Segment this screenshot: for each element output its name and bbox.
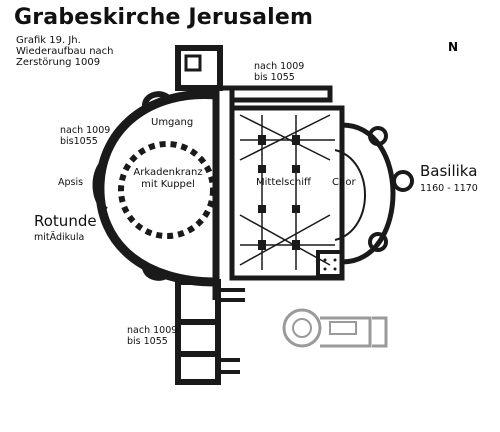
south-east-chapel-dots [323, 258, 337, 271]
label-basilika-dates: 1160 - 1170 [420, 183, 478, 194]
label-south-range-line1: nach 1009 [127, 325, 178, 336]
rotunda-apse-south [142, 260, 173, 281]
south-range-rooms [175, 279, 221, 385]
rotunda-apse-west [92, 157, 109, 213]
chapel-east [392, 170, 414, 192]
label-umgang: Umgang [151, 117, 194, 128]
choir-apse-inner [334, 149, 366, 241]
south-east-chapel [316, 250, 344, 278]
label-apsis: Apsis [58, 177, 84, 188]
north-tower [175, 45, 223, 91]
label-rotunde: Rotunde [34, 212, 97, 230]
label-north-range-line1: nach 1009 [254, 61, 305, 72]
basilica-walls [229, 105, 345, 281]
label-rotunda-range-line2: bis1055 [60, 136, 98, 147]
label-aedikula: mitÄdikula [34, 232, 85, 243]
label-basilika: Basilika [420, 162, 478, 180]
basilica-piers [258, 135, 300, 250]
label-rotunda-range-line1: nach 1009 [60, 125, 111, 136]
north-range-wall [232, 85, 333, 103]
label-arkadenkranz-line1: Arkadenkranz [133, 167, 203, 178]
subtitle-line-1: Grafik 19. Jh. [16, 35, 81, 46]
page-title: Grabeskirche Jerusalem [14, 5, 314, 30]
label-south-range-line2: bis 1055 [127, 336, 168, 347]
chapel-south [368, 232, 388, 252]
basilica-vaults [239, 114, 335, 270]
rotunda-apse-north [142, 91, 173, 112]
subtitle-line-3: Zerstörung 1009 [16, 57, 101, 68]
label-chor: Chor [332, 177, 356, 188]
site-plan-inset [282, 308, 388, 348]
subtitle-line-2: Wiederaufbau nach [16, 46, 114, 57]
north-label: N [447, 40, 459, 54]
label-arkadenkranz-line2: mit Kuppel [141, 179, 195, 190]
north-tower-inner [184, 54, 202, 72]
label-north-range-line2: bis 1055 [254, 72, 295, 83]
south-range-wings [218, 288, 245, 374]
rotunda-outer-wall [95, 90, 217, 287]
label-mittelschiff: Mittelschiff [256, 177, 311, 188]
chapel-north [368, 126, 388, 146]
choir-apse-outer [341, 122, 396, 265]
